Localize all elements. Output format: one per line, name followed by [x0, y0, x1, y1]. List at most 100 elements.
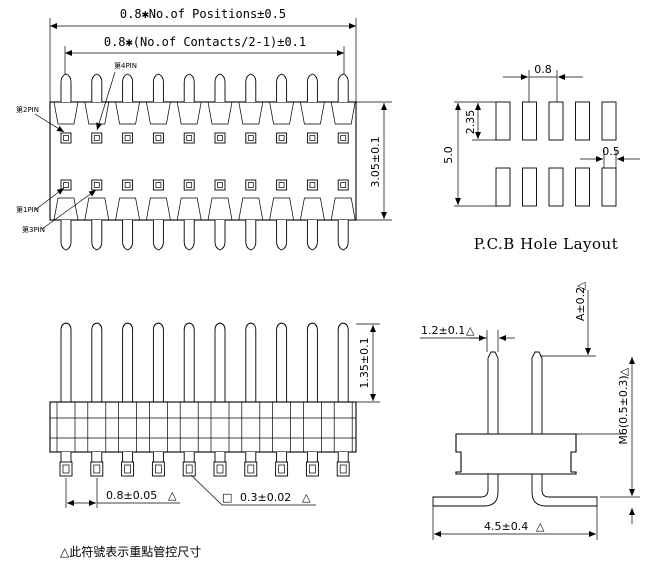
top-contact-upper — [60, 132, 72, 144]
pin4-label: 第4PIN — [114, 61, 137, 70]
top-contact-lower-inner — [217, 182, 223, 188]
pcb-pads — [495, 101, 617, 207]
front-tail-foot — [275, 461, 289, 477]
side-view: 1.2±0.1 △ A±0.2 △ M6(0.5±0.3) △ 4.5±0.4 … — [420, 281, 640, 540]
top-pin-upper — [306, 73, 318, 102]
pin2-label: 第2PIN — [16, 105, 39, 114]
top-notch-lower — [207, 197, 233, 221]
pin2-leader — [34, 113, 65, 133]
top-view: 0.8✱No.of Positions±0.5 0.8✱(No.of Conta… — [16, 7, 392, 251]
front-tail-foot — [244, 461, 258, 477]
pin1-leader — [34, 187, 65, 211]
dim-a-label: A±0.2 — [574, 287, 587, 321]
front-pin — [152, 322, 164, 402]
top-contact-lower-inner — [340, 182, 347, 188]
top-notch-upper — [330, 101, 356, 125]
front-tail-foot-inner — [185, 464, 193, 474]
front-tail-foot-inner — [155, 464, 162, 474]
top-notch-upper — [269, 101, 294, 125]
top-notch-lower — [330, 197, 356, 221]
top-notch-lower — [176, 197, 202, 221]
pin-size-square: □ — [222, 491, 232, 504]
pcb-hole-lower — [575, 167, 590, 207]
top-contact-lower — [214, 179, 226, 191]
pin-size-symbol: △ — [302, 491, 311, 504]
top-contact-upper — [91, 132, 103, 144]
front-tail-foot — [90, 461, 104, 477]
top-notch-lower — [300, 197, 325, 221]
front-pin — [306, 322, 318, 402]
note-critical-dimension: △此符號表示重點管控尺寸 — [60, 544, 201, 559]
top-contact-lower — [337, 179, 349, 191]
dim-tip-label: 1.2±0.1 — [421, 324, 465, 337]
pcb-hole-lower — [495, 167, 511, 207]
top-contact-upper-inner — [63, 135, 69, 141]
top-contact-lower-inner — [186, 182, 193, 188]
top-contact-lower-inner — [155, 182, 162, 188]
top-pin-lower — [337, 220, 349, 251]
front-pin — [183, 322, 195, 402]
pin1-label: 第1PIN — [16, 205, 39, 214]
front-pins — [60, 322, 349, 402]
top-contact-lower — [245, 179, 257, 191]
top-notch-lower — [115, 197, 140, 221]
side-pin-right — [531, 351, 543, 435]
top-pin-lower — [183, 220, 195, 251]
top-notch-upper — [300, 101, 325, 125]
top-notch-upper — [53, 101, 79, 125]
top-notch-lower — [238, 197, 264, 221]
top-contact-lower — [152, 179, 164, 191]
top-contact-lower — [276, 179, 288, 191]
top-contact-upper — [122, 132, 134, 144]
dim-height-label: 3.05±0.1 — [369, 136, 382, 187]
front-tail-foot-inner — [216, 464, 224, 474]
top-pin-lower — [122, 220, 134, 251]
top-contact-upper-inner — [93, 135, 100, 141]
top-housing — [49, 101, 357, 221]
top-notch-lower — [53, 197, 79, 221]
dim-hole-label: 0.5 — [602, 145, 620, 158]
top-contact-lower-inner — [247, 182, 254, 188]
top-contact-upper — [183, 132, 195, 144]
dim-a-symbol: △ — [574, 281, 587, 290]
pin4-leader — [96, 71, 116, 131]
front-tail-foot — [305, 461, 319, 477]
front-pin — [60, 322, 72, 402]
pcb-hole-upper — [548, 101, 564, 141]
front-tail-foot — [213, 461, 227, 477]
top-contact-upper — [245, 132, 257, 144]
top-contact-upper-inner — [124, 135, 131, 141]
top-pin-upper — [122, 73, 134, 102]
side-pin-left — [487, 351, 499, 435]
pcb-hole-upper — [522, 101, 537, 141]
top-pin-upper — [60, 73, 72, 102]
top-contact-upper-inner — [340, 135, 347, 141]
front-pin — [276, 322, 288, 402]
front-tail-foot — [182, 461, 196, 477]
dim-contacts-label: 0.8✱(No.of Contacts/2-1)±0.1 — [104, 35, 306, 49]
top-notch-lower — [146, 197, 171, 221]
pin3-label: 第3PIN — [22, 225, 45, 234]
top-notch-lower — [269, 197, 294, 221]
top-contact-upper-inner — [217, 135, 223, 141]
side-housing — [455, 433, 577, 475]
top-contact-lower-inner — [278, 182, 285, 188]
top-pin-upper — [276, 73, 288, 102]
front-tail-foot-inner — [93, 464, 101, 474]
front-view: 1.35±0.1 0.8±0.05 △ □ 0.3±0.02 △ — [49, 322, 380, 508]
side-tail-right — [531, 473, 598, 507]
top-contact-lower-inner — [63, 182, 69, 188]
pcb-hole-lower — [522, 167, 537, 207]
pin-size-leader — [190, 474, 223, 506]
dim-m-label: M6(0.5±0.3) — [617, 375, 630, 444]
front-tail-foot — [59, 461, 73, 477]
top-pin-lower — [276, 220, 288, 251]
top-contact-upper-inner — [309, 135, 316, 141]
front-tail-foot-inner — [278, 464, 285, 474]
top-contact-upper-inner — [155, 135, 162, 141]
top-contact-lower — [122, 179, 134, 191]
top-notch-lower — [84, 197, 110, 221]
front-housing — [49, 401, 357, 453]
dim-tip-symbol: △ — [466, 324, 475, 337]
top-notch-upper — [115, 101, 140, 125]
